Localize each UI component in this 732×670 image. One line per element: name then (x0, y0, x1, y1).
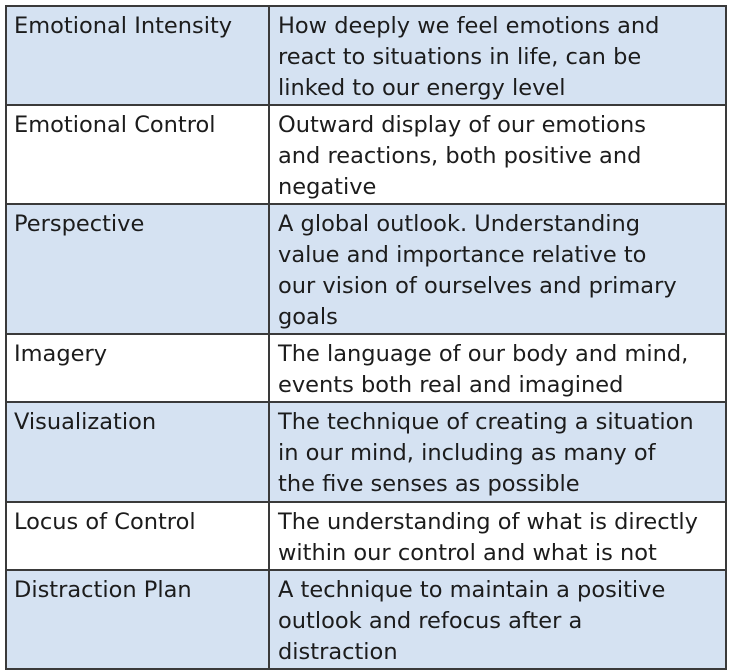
definition-line: distraction (278, 639, 398, 665)
definition-cell: The language of our body and mind, event… (268, 333, 727, 403)
definitions-table: Emotional Intensity How deeply we feel e… (5, 5, 727, 670)
table-row: Distraction Plan A technique to maintain… (5, 569, 727, 670)
term-cell: Emotional Control (5, 104, 270, 205)
definition-line: negative (278, 174, 377, 200)
term-cell: Locus of Control (5, 501, 270, 571)
definition-line: react to situations in life, can be (278, 44, 642, 70)
definition-line: in our mind, including as many of (278, 440, 656, 466)
definition-line: goals (278, 304, 338, 330)
definition-line: value and importance relative to (278, 242, 647, 268)
table-row: Visualization The technique of creating … (5, 401, 727, 503)
definition-line: How deeply we feel emotions and (278, 13, 660, 39)
term-cell: Visualization (5, 401, 270, 503)
definition-cell: The understanding of what is directly wi… (268, 501, 727, 571)
definition-cell: A technique to maintain a positive outlo… (268, 569, 727, 670)
definition-cell: How deeply we feel emotions and react to… (268, 5, 727, 106)
definition-line: outlook and refocus after a (278, 608, 583, 634)
term-cell: Perspective (5, 203, 270, 335)
definition-line: within our control and what is not (278, 540, 657, 566)
definition-line: events both real and imagined (278, 372, 624, 398)
definition-line: the five senses as possible (278, 471, 580, 497)
definition-line: and reactions, both positive and (278, 143, 642, 169)
definition-cell: The technique of creating a situation in… (268, 401, 727, 503)
table-row: Perspective A global outlook. Understand… (5, 203, 727, 335)
definition-line: Outward display of our emotions (278, 112, 646, 138)
definition-line: A global outlook. Understanding (278, 211, 641, 237)
definition-cell: A global outlook. Understanding value an… (268, 203, 727, 335)
definition-cell: Outward display of our emotions and reac… (268, 104, 727, 205)
definition-line: The language of our body and mind, (278, 341, 689, 367)
definition-line: The technique of creating a situation (278, 409, 694, 435)
term-cell: Imagery (5, 333, 270, 403)
definition-line: our vision of ourselves and primary (278, 273, 677, 299)
term-cell: Emotional Intensity (5, 5, 270, 106)
definition-line: linked to our energy level (278, 75, 566, 101)
table-row: Emotional Control Outward display of our… (5, 104, 727, 205)
table-row: Locus of Control The understanding of wh… (5, 501, 727, 571)
table-row: Imagery The language of our body and min… (5, 333, 727, 403)
definition-line: The understanding of what is directly (278, 509, 698, 535)
term-cell: Distraction Plan (5, 569, 270, 670)
table-row: Emotional Intensity How deeply we feel e… (5, 5, 727, 106)
definition-line: A technique to maintain a positive (278, 577, 666, 603)
